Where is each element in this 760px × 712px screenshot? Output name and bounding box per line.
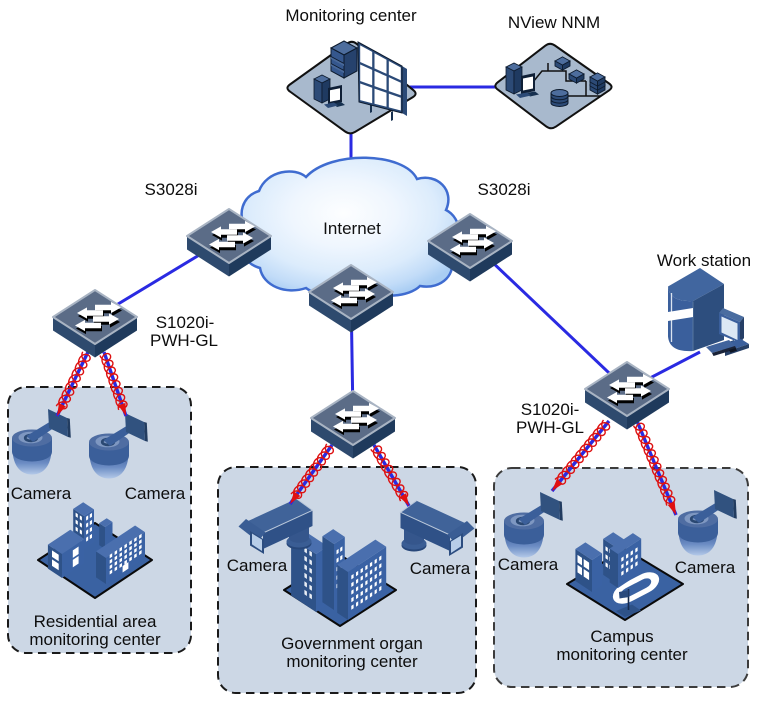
svg-text:S3028i: S3028i [145,180,198,199]
svg-text:monitoring center: monitoring center [29,630,161,649]
svg-text:Camera: Camera [498,555,559,574]
svg-text:Camera: Camera [675,558,736,577]
svg-text:Work station: Work station [657,251,751,270]
svg-text:Camera: Camera [125,484,186,503]
svg-text:Residential area: Residential area [34,612,157,631]
svg-text:S1020i-: S1020i- [521,400,580,419]
svg-text:Internet: Internet [323,219,381,238]
svg-text:Monitoring center: Monitoring center [285,6,417,25]
svg-text:S3028i: S3028i [478,180,531,199]
svg-text:PWH-GL: PWH-GL [150,331,218,350]
svg-text:monitoring center: monitoring center [556,645,688,664]
svg-text:Campus: Campus [590,627,653,646]
svg-text:Camera: Camera [410,559,471,578]
svg-text:Camera: Camera [227,556,288,575]
svg-text:Government organ: Government organ [281,634,423,653]
svg-text:monitoring center: monitoring center [286,652,418,671]
svg-text:Camera: Camera [11,484,72,503]
svg-text:NView NNM: NView NNM [508,13,600,32]
svg-text:S1020i-: S1020i- [156,313,215,332]
svg-text:PWH-GL: PWH-GL [516,418,584,437]
